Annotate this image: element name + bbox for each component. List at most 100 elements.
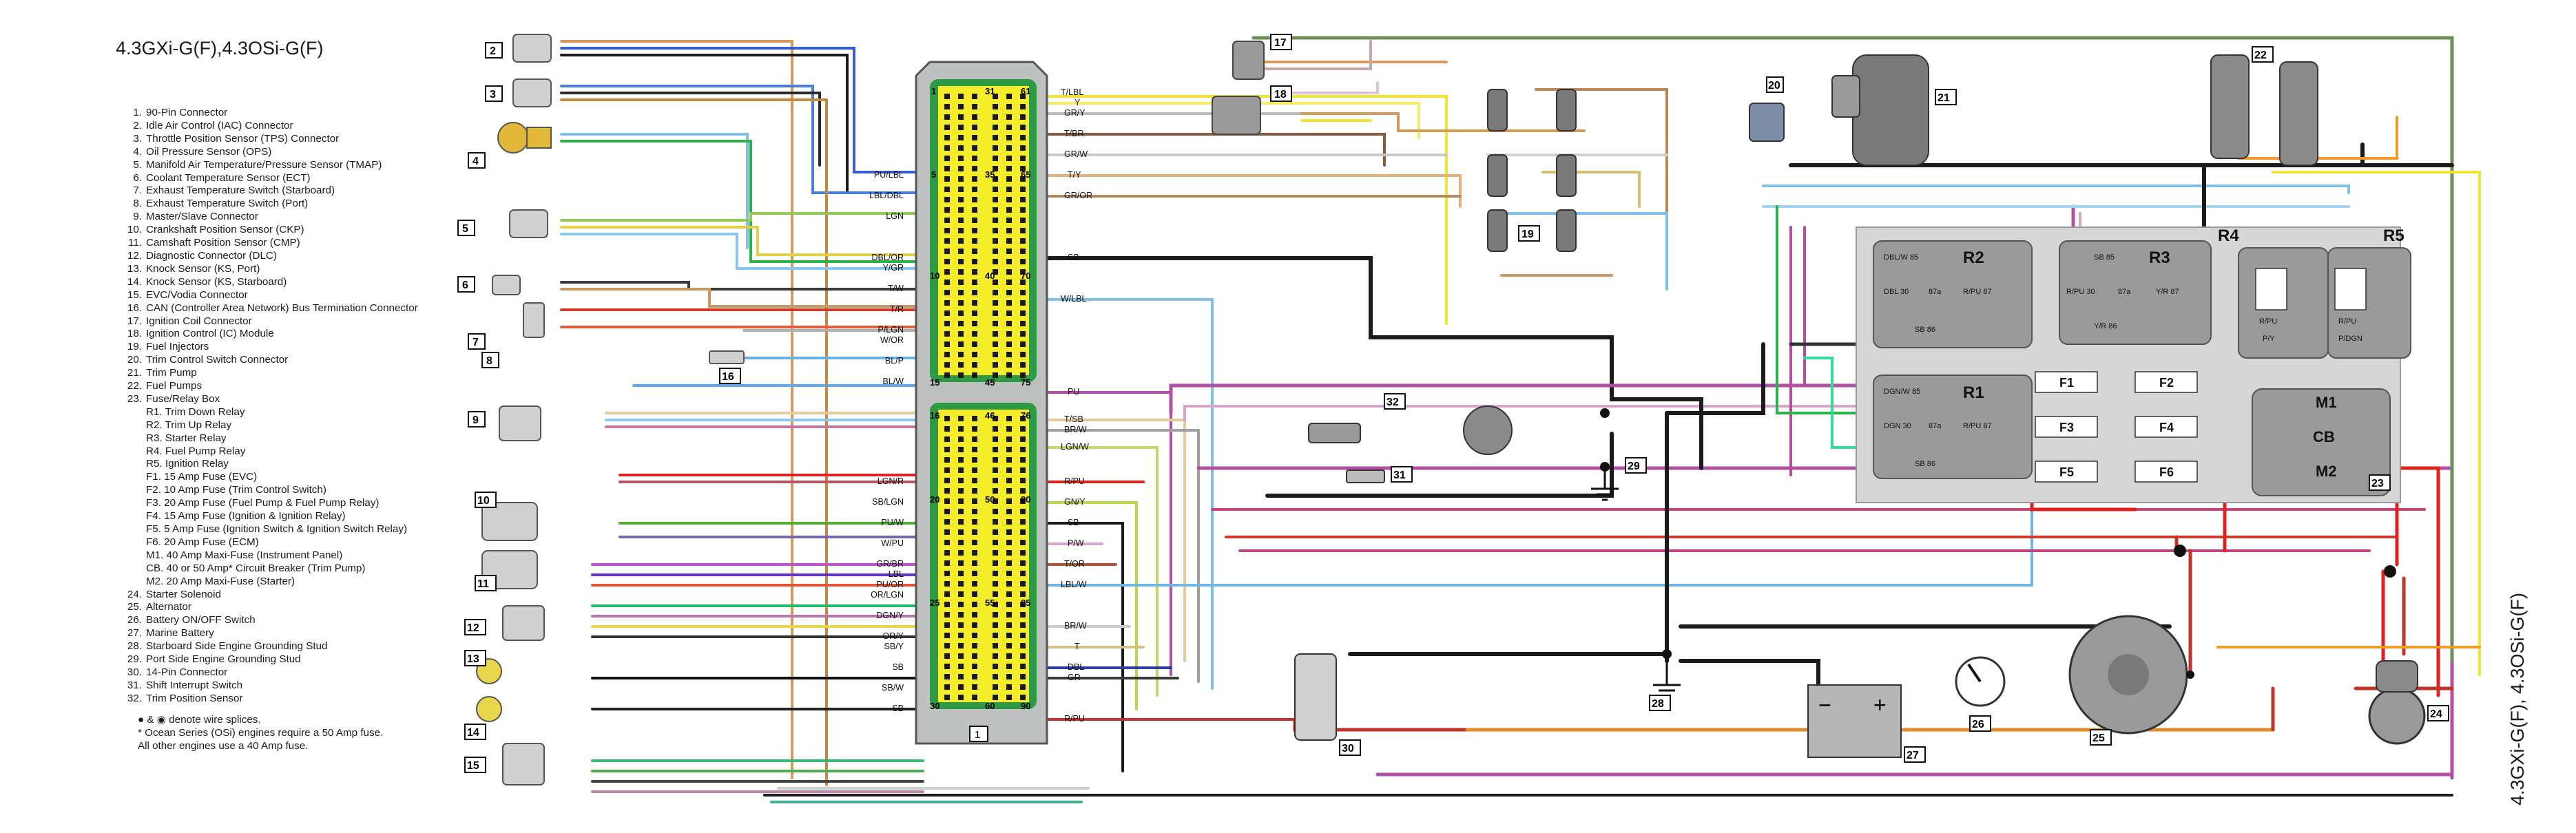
wire-label-r8: W/LBL (1061, 294, 1087, 304)
legend-item-number: 5. (133, 158, 142, 171)
num-25: 25 (2092, 732, 2105, 744)
legend-item: 8.Exhaust Temperature Switch (Port) (118, 198, 477, 211)
wire-label-r14: GN/Y (1064, 497, 1086, 507)
legend-item-number: 1. (133, 107, 142, 118)
r1-pin-85: DGN/W 85 (1884, 388, 1920, 396)
legend-item-label: F5. 5 Amp Fuse (Ignition Switch & Igniti… (146, 523, 408, 535)
legend-item-label: Marine Battery (146, 627, 214, 640)
legend-item: 4.Oil Pressure Sensor (OPS) (118, 146, 477, 159)
legend-item-number: 4. (133, 145, 142, 158)
r1-pin-86: SB 86 (1915, 460, 1935, 468)
num-7: 7 (472, 337, 479, 348)
ecm-pin-70: 70 (1021, 271, 1030, 281)
legend-item-number: 12. (127, 249, 142, 262)
fuse-f3: F3 (2059, 421, 2074, 434)
wire-label-l3: DBL/OR (871, 253, 904, 262)
legend-item-number: 24. (127, 588, 142, 600)
legend-item-number: 29. (127, 653, 142, 666)
wire-label-r3: T/BR (1064, 129, 1083, 138)
legend-item-number: 6. (133, 171, 142, 184)
legend-item-label: Master/Slave Connector (146, 211, 258, 223)
wire-label-l14: W/PU (881, 538, 904, 548)
num-27: 27 (1907, 750, 1919, 761)
trim-pump: 21 (1831, 54, 1957, 166)
note-other: All other engines use a 40 Amp fuse. (138, 740, 309, 752)
legend-item-number: 16. (127, 302, 142, 314)
fuse-f1: F1 (2059, 376, 2074, 390)
ecm-label: 1 (975, 729, 980, 741)
note-splices: ● & ◉ denote wire splices. (138, 714, 261, 726)
num-12: 12 (467, 622, 479, 634)
legend-item: 20.Trim Control Switch Connector (118, 354, 477, 367)
num-11: 11 (477, 578, 489, 590)
legend-item-label: R5. Ignition Relay (146, 458, 229, 470)
ecm-pin-75: 75 (1021, 377, 1030, 388)
legend-item-number: 7. (133, 184, 142, 197)
legend-item-label: Exhaust Temperature Switch (Port) (146, 198, 309, 210)
num-14: 14 (467, 727, 479, 739)
ecm-pin-85: 85 (1021, 598, 1030, 608)
wire-label-l4: Y/GR (882, 263, 904, 273)
num-29: 29 (1628, 461, 1640, 472)
num-4: 4 (472, 156, 479, 167)
legend-item-label: Trim Position Sensor (146, 692, 243, 704)
legend-item-number: 20. (127, 354, 142, 366)
wire-label-r21: DBL (1068, 662, 1084, 672)
r1-pin-87a: 87a (1929, 422, 1942, 430)
legend-item-number: 22. (127, 380, 142, 392)
legend-item-label: Exhaust Temperature Switch (Starboard) (146, 184, 335, 197)
wire-label-l16: LBL (889, 569, 904, 579)
legend-item: 10.Crankshaft Position Sensor (CKP) (118, 224, 477, 237)
legend-item-number: 11. (128, 237, 142, 249)
wire-label-l13: PU/W (881, 518, 904, 527)
legend-item-label: Diagnostic Connector (DLC) (146, 249, 277, 262)
legend-item-label: R3. Starter Relay (146, 432, 227, 444)
wire-label-l8: W/OR (880, 335, 904, 345)
legend-item: R1. Trim Down Relay (118, 406, 477, 419)
wire-label-l2: LGN (886, 211, 904, 221)
wire-label-l12: SB/LGN (872, 497, 904, 507)
legend-item: 30.14-Pin Connector (118, 666, 477, 679)
fuse-f6: F6 (2159, 465, 2174, 479)
legend-item-label: Starboard Side Engine Grounding Stud (146, 640, 328, 653)
legend-item-label: Ignition Coil Connector (146, 315, 252, 327)
wire-label-l18: OR/LGN (871, 590, 904, 600)
r3-pin-30: R/PU 30 (2066, 288, 2095, 296)
r3-pin-87a: 87a (2118, 288, 2131, 296)
num-3: 3 (490, 89, 496, 101)
legend-item-number: 18. (127, 328, 142, 340)
starter-solenoid: 24 (2368, 660, 2449, 745)
legend-item-number: 15. (127, 288, 142, 301)
legend-item: 3.Throttle Position Sensor (TPS) Connect… (118, 133, 477, 146)
r1-pin-30: DGN 30 (1884, 422, 1911, 430)
num-16: 16 (722, 371, 734, 383)
num-10: 10 (477, 495, 490, 507)
ecm-pin-61: 61 (1021, 86, 1030, 96)
ignition-coil-and-module: 17 18 (1212, 34, 1292, 135)
left-connectors (476, 34, 745, 785)
num-18: 18 (1274, 89, 1287, 101)
legend-item: 25.Alternator (118, 601, 477, 614)
relay-r2: R2 (1963, 249, 1984, 267)
fuel-injectors (1487, 89, 1577, 252)
ecm-pin-31: 31 (985, 86, 995, 96)
num-19: 19 (1521, 229, 1534, 240)
ecm-pin-80: 80 (1021, 494, 1030, 505)
wire-label-l11: LGN/R (877, 476, 904, 486)
wire-label-l24: SB (892, 704, 904, 713)
num-23: 23 (2371, 478, 2384, 489)
wire-label-r4: GR/W (1064, 149, 1088, 159)
fuse-f2: F2 (2159, 376, 2174, 390)
legend-item-number: 27. (127, 627, 142, 640)
wire-label-r10: T/SB (1064, 414, 1083, 424)
wire-label-l22: SB (892, 662, 904, 672)
wire-label-l1: LBL/DBL (869, 191, 904, 200)
legend-item-label: Fuel Pumps (146, 380, 202, 392)
maxifuse-m1: M1 (2316, 394, 2337, 411)
relay-r4: R4 (2218, 226, 2239, 245)
wire-label-r22: GR (1068, 673, 1081, 682)
legend-item: 18.Ignition Control (IC) Module (118, 328, 477, 341)
legend-item-number: 13. (127, 262, 142, 275)
legend-item: 32.Trim Position Sensor (118, 693, 477, 706)
